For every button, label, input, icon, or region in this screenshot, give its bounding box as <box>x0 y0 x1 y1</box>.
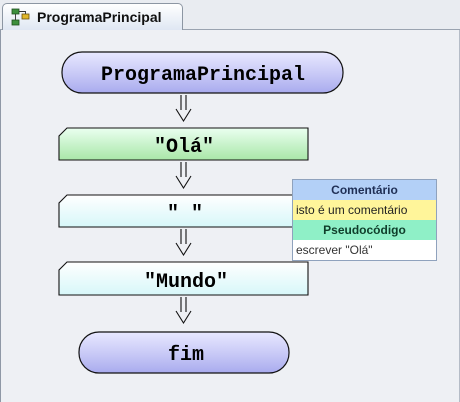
step-label: "Mundo" <box>144 271 228 294</box>
end-label: fim <box>168 344 204 367</box>
flow-arrow <box>175 162 192 190</box>
flowchart-step-space[interactable]: " " <box>58 194 309 228</box>
flowchart-icon <box>11 8 30 26</box>
flowchart-end[interactable]: fim <box>78 331 290 374</box>
tab-strip: ProgramaPrincipal <box>0 0 460 30</box>
comment-header: Comentário <box>293 180 436 200</box>
flow-arrow <box>175 297 192 325</box>
comment-text: isto é um comentário <box>293 200 436 220</box>
flowchart-step-mundo[interactable]: "Mundo" <box>58 261 309 296</box>
start-label: ProgramaPrincipal <box>101 64 305 87</box>
flowchart-step-ola[interactable]: "Olá" <box>58 127 309 161</box>
step-label: "Olá" <box>154 136 214 159</box>
comment-tooltip: Comentário isto é um comentário Pseudocó… <box>292 179 437 261</box>
flowchart-start[interactable]: ProgramaPrincipal <box>61 51 344 94</box>
flow-arrow <box>175 229 192 257</box>
pseudocode-text: escrever "Olá" <box>293 240 436 260</box>
tab-programa-principal[interactable]: ProgramaPrincipal <box>2 3 183 30</box>
tab-label: ProgramaPrincipal <box>37 9 162 25</box>
flow-arrow <box>175 95 192 123</box>
step-label: " " <box>167 203 203 226</box>
pseudocode-header: Pseudocódigo <box>293 220 436 240</box>
